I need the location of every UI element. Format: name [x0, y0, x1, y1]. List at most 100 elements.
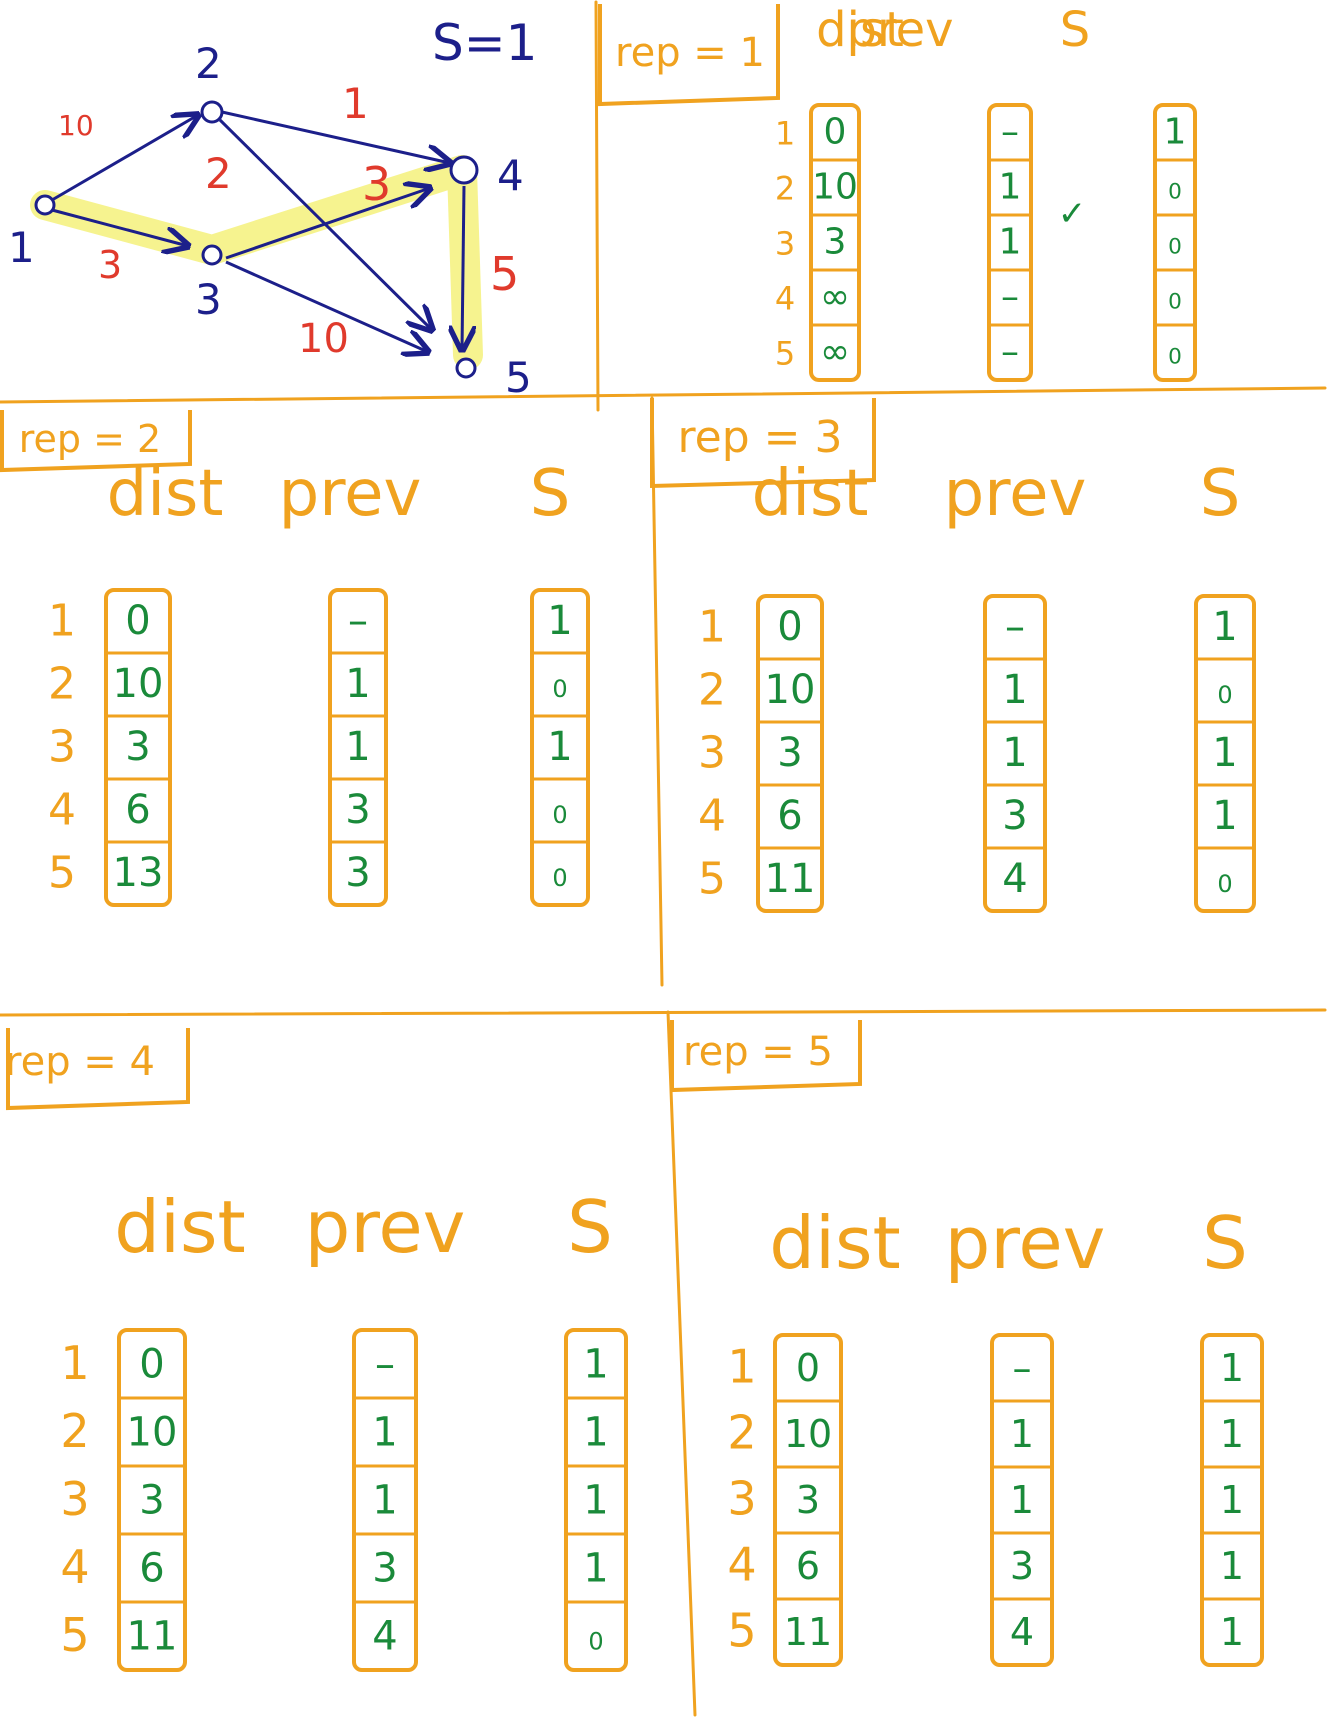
header-prev: prev [945, 1201, 1106, 1285]
s-cell-4: 1 [583, 1546, 608, 1592]
node-1 [34, 194, 56, 216]
row-label-5: 5 [698, 853, 726, 904]
row-label-3: 3 [48, 721, 76, 772]
row-label-3: 3 [60, 1472, 89, 1526]
s-cell-4: 0 [1168, 290, 1182, 315]
dist-cell-4: 6 [125, 787, 150, 833]
row-label-4: 4 [60, 1540, 89, 1594]
dist-cell-1: 0 [796, 1346, 820, 1390]
row-label-1: 1 [775, 115, 795, 153]
s-cell-1: 1 [547, 598, 572, 644]
s-cell-3: 0 [1168, 235, 1182, 260]
prev-array-frame [328, 588, 388, 907]
row-label-3: 3 [775, 225, 795, 263]
s-cell-2: 0 [1168, 180, 1182, 205]
edge-4-5 [462, 185, 464, 350]
header-prev: prev [846, 2, 953, 58]
edge-3-4 [225, 188, 430, 260]
prev-cell-5: – [1001, 332, 1019, 373]
s-array-frame [1200, 1333, 1264, 1667]
dist-array-frame [756, 594, 824, 913]
row-label-3: 3 [698, 727, 726, 778]
rep-box [650, 398, 876, 489]
s-cell-4: 1 [1220, 1544, 1244, 1588]
s-cell-4: 0 [552, 801, 567, 829]
rep-label: rep = 5 [683, 1029, 833, 1075]
dist-cell-3: 3 [777, 730, 802, 776]
row-label-2: 2 [698, 664, 726, 715]
dist-cell-2: 10 [812, 167, 858, 208]
header-dist: dist [816, 2, 904, 58]
edge-3-5 [225, 260, 428, 352]
row-label-2: 2 [775, 170, 795, 208]
node-label-1: 1 [8, 223, 35, 272]
prev-cell-3: 1 [372, 1478, 397, 1524]
dist-cell-5: 11 [765, 856, 816, 902]
node-label-4: 4 [497, 151, 524, 200]
dist-cell-2: 10 [113, 661, 164, 707]
rep-box [670, 1020, 862, 1093]
prev-cell-5: 4 [1002, 856, 1027, 902]
dist-array-frame [773, 1333, 843, 1667]
prev-array-frame [983, 594, 1047, 913]
dist-cell-4: 6 [796, 1544, 820, 1588]
prev-array: –11–– [987, 103, 1033, 382]
dist-cell-3: 3 [139, 1478, 164, 1524]
s-cell-2: 1 [583, 1410, 608, 1456]
prev-array-frame [990, 1333, 1054, 1667]
s-cell-1: 1 [583, 1342, 608, 1388]
s-cell-1: 1 [1164, 112, 1187, 153]
row-label-5: 5 [775, 335, 795, 373]
row-label-4: 4 [775, 280, 795, 318]
rep-label: rep = 4 [5, 1039, 155, 1085]
prev-cell-2: 1 [1002, 667, 1027, 713]
dist-cell-1: 0 [139, 1342, 164, 1388]
prev-cell-3: 1 [1002, 730, 1027, 776]
dist-cell-2: 10 [127, 1410, 178, 1456]
prev-cell-4: 3 [1002, 793, 1027, 839]
dist-cell-4: ∞ [820, 277, 850, 318]
prev-cell-1: – [1001, 112, 1019, 153]
edge-1-2 [51, 115, 198, 202]
s-cell-3: 1 [583, 1478, 608, 1524]
dist-cell-1: 0 [125, 598, 150, 644]
s-array-frame [530, 588, 590, 907]
s-cell-2: 0 [1217, 681, 1232, 709]
header-prev: prev [279, 457, 422, 531]
row-label-1: 1 [60, 1336, 89, 1390]
node-3 [201, 244, 223, 266]
weight-3-5: 10 [298, 316, 349, 362]
row-label-4: 4 [727, 1538, 756, 1592]
row-label-1: 1 [48, 595, 76, 646]
prev-cell-2: 1 [345, 661, 370, 707]
row-label-1: 1 [727, 1340, 756, 1394]
s-cell-5: 0 [1217, 870, 1232, 898]
node-2 [200, 100, 224, 124]
node-label-3: 3 [195, 275, 222, 324]
prev-cell-1: – [1013, 1346, 1032, 1390]
weight-4-5: 5 [490, 247, 519, 301]
header-s: S [1060, 2, 1090, 58]
s-cell-3: 1 [1212, 730, 1237, 776]
header-dist: dist [769, 1201, 900, 1285]
row-label-1: 1 [698, 601, 726, 652]
graph-diagram: 1 2 3 4 5 S=1 10 3 1 2 3 10 5 [8, 14, 537, 402]
dist-array-frame [104, 588, 172, 907]
rep-box [6, 1028, 190, 1111]
dist-cell-5: ∞ [820, 332, 850, 373]
weight-1-2: 10 [58, 109, 94, 142]
weight-1-3: 3 [98, 243, 122, 287]
row-label-2: 2 [727, 1406, 756, 1460]
s-cell-5: 0 [1168, 345, 1182, 370]
header-dist: dist [752, 457, 869, 531]
node-5 [455, 357, 477, 379]
prev-cell-3: 1 [999, 222, 1022, 263]
